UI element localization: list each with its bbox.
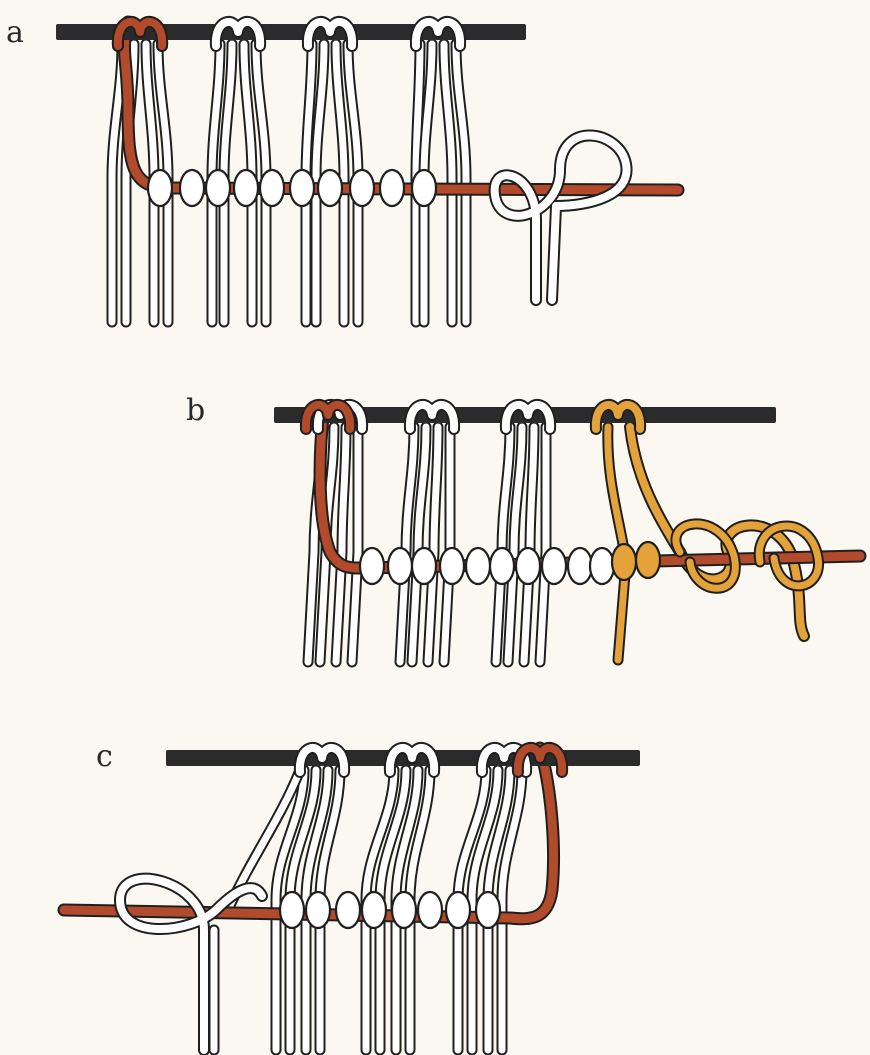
panel-b-hitch-accent-1 xyxy=(636,542,660,578)
panel-b-cord-0-3 xyxy=(352,427,358,662)
panel-b-hitch-5 xyxy=(490,548,514,584)
panel-b-hitch-accent-0 xyxy=(612,544,636,580)
panel-a-working-loop xyxy=(495,135,627,300)
panel-b-hitch-6 xyxy=(516,548,540,584)
panel-c-hitch-1 xyxy=(306,892,330,928)
panel-b-hitch-0 xyxy=(360,548,384,584)
panel-a-hitch-6 xyxy=(318,170,342,206)
panel-b-hitch-8 xyxy=(568,548,592,584)
panel-a-hitch-5 xyxy=(290,170,314,206)
panel-c-hitch-2 xyxy=(336,892,360,928)
panel-c-hitch-7 xyxy=(476,892,500,928)
panel-b-hitch-7 xyxy=(542,548,566,584)
panel-a-hitch-4 xyxy=(260,170,284,206)
panel-a-hitch-7 xyxy=(350,170,374,206)
panel-c-hitch-3 xyxy=(362,892,386,928)
panel-a-hitch-2 xyxy=(206,170,230,206)
panel-b-hitch-2 xyxy=(412,548,436,584)
panel-c-working-loop xyxy=(120,879,262,1050)
panel-b-hitch-4 xyxy=(466,548,490,584)
panel-b-cord-1-3 xyxy=(444,427,450,662)
panel-b-hitch-3 xyxy=(440,548,464,584)
panel-b-diagram xyxy=(274,405,860,662)
panel-c-hitch-6 xyxy=(446,892,470,928)
panel-a-hitch-9 xyxy=(412,170,436,206)
panel-c-diagram xyxy=(64,748,640,1050)
panel-c-hitch-5 xyxy=(418,892,442,928)
panel-c-hitch-4 xyxy=(392,892,416,928)
panel-a-diagram xyxy=(56,22,678,322)
panel-b-cord-2-3 xyxy=(540,427,546,662)
panel-a-hitch-8 xyxy=(380,170,404,206)
panel-a-hitch-3 xyxy=(234,170,258,206)
panel-c-hitch-0 xyxy=(280,892,304,928)
panel-b-hitch-9 xyxy=(590,548,614,584)
panel-b-hitch-1 xyxy=(388,548,412,584)
panel-a-hitch-0 xyxy=(148,170,172,206)
panel-a-hitch-1 xyxy=(180,170,204,206)
